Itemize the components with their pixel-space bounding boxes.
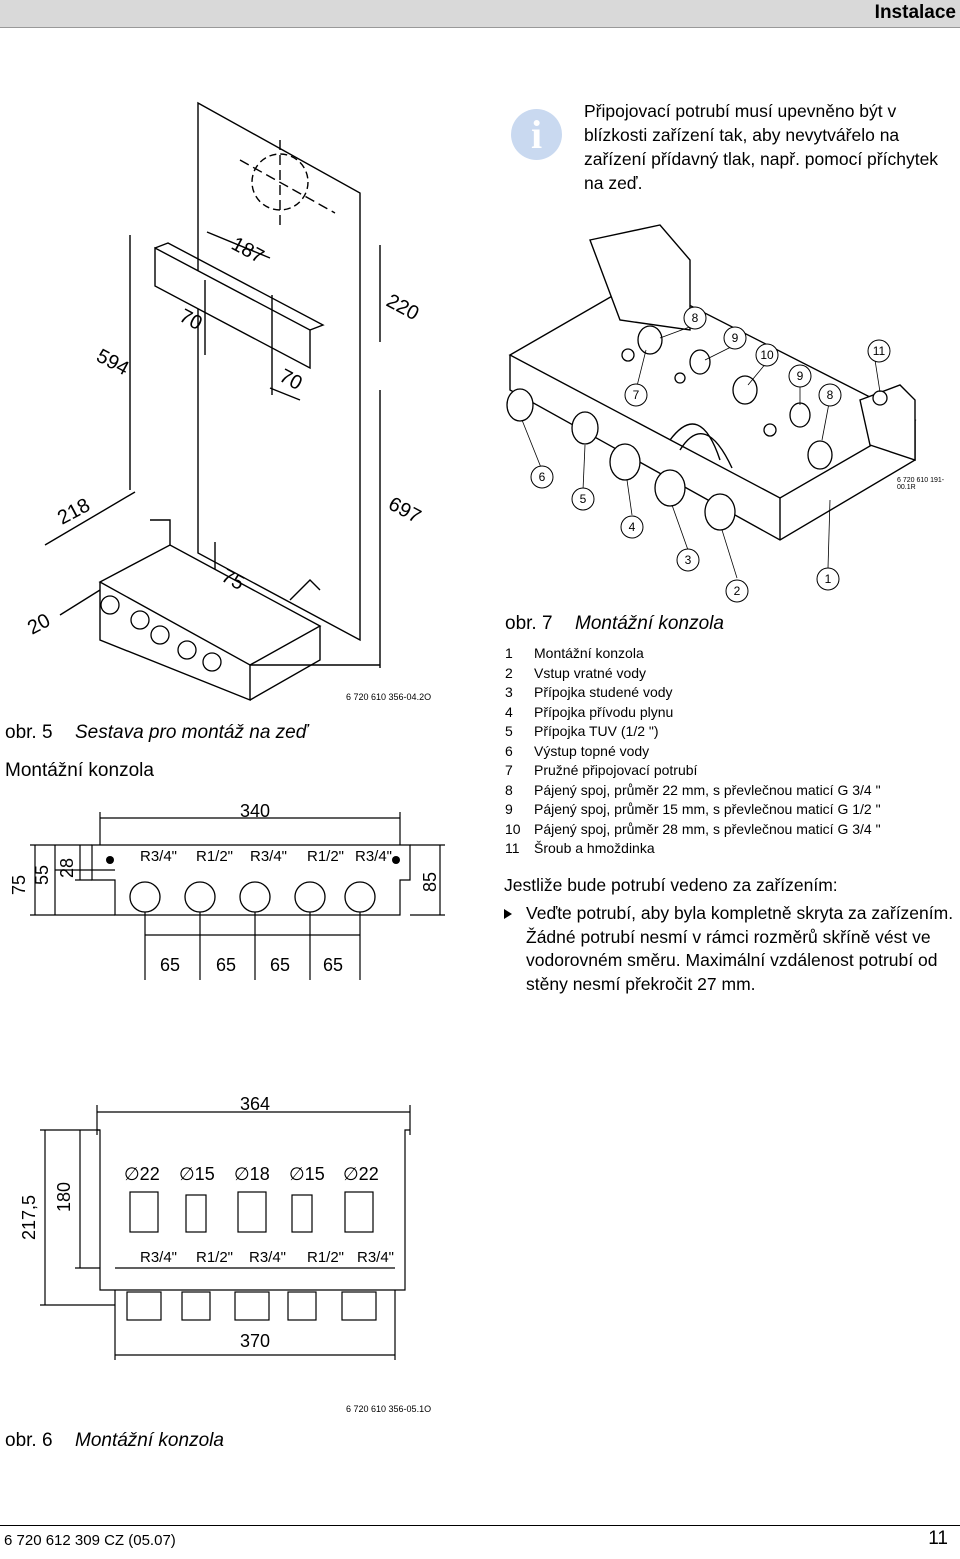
- bracket-height-55: 55: [32, 865, 52, 885]
- callout-4: 4: [629, 520, 636, 534]
- fig6-caption: obr. 6 Montážní konzola: [5, 1430, 224, 1452]
- fig6-thread-1: R3/4": [140, 1249, 177, 1266]
- thread-2: R1/2": [196, 848, 233, 865]
- fig5-code: 6 720 610 356-04.2O: [346, 692, 432, 702]
- fig5-number: obr. 5: [5, 722, 53, 743]
- callout-11: 11: [873, 344, 886, 358]
- callout-8a: 8: [692, 311, 699, 325]
- fig6-title: Montážní konzola: [75, 1430, 224, 1451]
- footer-doc-number: 6 720 612 309 CZ (05.07): [4, 1532, 176, 1549]
- instruction-text: Veďte potrubí, aby byla kompletně skryta…: [526, 903, 954, 994]
- dim-20: 20: [24, 610, 54, 640]
- fig6-bottom-width: 370: [240, 1331, 270, 1351]
- diameter-1: ∅22: [124, 1164, 160, 1184]
- callout-9b: 9: [797, 369, 804, 383]
- dim-218: 218: [54, 494, 94, 529]
- bracket-height-75: 75: [9, 875, 29, 895]
- dim-697: 697: [385, 493, 425, 528]
- callout-5: 5: [580, 492, 587, 506]
- spacing-2: 65: [216, 955, 236, 975]
- fig6-top-width: 364: [240, 1094, 270, 1114]
- thread-1: R3/4": [140, 848, 177, 865]
- callout-8b: 8: [827, 388, 834, 402]
- fig7-caption: obr. 7 Montážní konzola: [505, 613, 724, 635]
- info-note: Připojovací potrubí musí upevněno být v …: [584, 101, 939, 193]
- callout-1: 1: [825, 572, 832, 586]
- diameter-5: ∅22: [343, 1164, 379, 1184]
- header-bar: [0, 0, 960, 28]
- thread-4: R1/2": [307, 848, 344, 865]
- bullet-arrow-icon: [504, 909, 512, 919]
- fig5-drawing: 187 70 220 594 70 697 218 75 20: [24, 101, 425, 702]
- subheading: Montážní konzola: [5, 760, 154, 781]
- fig7-code: 6 720 610 191-00.1R: [897, 477, 945, 491]
- bracket-front-drawing: 340 75 55 28 85 R3/4" R1/2" R3/4" R1/2" …: [9, 801, 445, 980]
- fig7-drawing: 8 9 10 11 9 8 7 6 5 4 3 2 1: [506, 224, 917, 603]
- fig6-thread-2: R1/2": [196, 1249, 233, 1266]
- fig6-thread-5: R3/4": [357, 1249, 394, 1266]
- diameter-3: ∅18: [234, 1164, 270, 1184]
- dim-220: 220: [383, 290, 423, 325]
- fig5-title: Sestava pro montáž na zeď: [75, 722, 308, 743]
- footer-divider: [0, 1525, 960, 1526]
- fig6-height-180: 180: [54, 1182, 74, 1212]
- dim-594: 594: [93, 345, 133, 380]
- callout-6: 6: [539, 470, 546, 484]
- bracket-right-85: 85: [420, 872, 440, 892]
- fig6-drawing: 364 370 217,5 180 ∅22 ∅15 ∅18 ∅15 ∅22 R3…: [19, 1094, 411, 1360]
- thread-3: R3/4": [250, 848, 287, 865]
- instruction-bullet: Veďte potrubí, aby byla kompletně skryta…: [504, 902, 954, 996]
- diameter-4: ∅15: [289, 1164, 325, 1184]
- fig6-thread-3: R3/4": [249, 1249, 286, 1266]
- callout-10: 10: [760, 348, 774, 362]
- bracket-height-28: 28: [57, 858, 77, 878]
- thread-5: R3/4": [355, 848, 392, 865]
- callout-2: 2: [734, 584, 741, 598]
- section-title: Instalace: [874, 2, 956, 23]
- fig6-height-217: 217,5: [19, 1195, 39, 1240]
- spacing-4: 65: [323, 955, 343, 975]
- instruction-intro: Jestliže bude potrubí vedeno za zařízení…: [504, 875, 838, 895]
- fig6-number: obr. 6: [5, 1430, 53, 1451]
- spacing-1: 65: [160, 955, 180, 975]
- fig5-caption: obr. 5 Sestava pro montáž na zeď: [5, 722, 308, 744]
- page-number: 11: [928, 1528, 948, 1549]
- fig7-title: Montážní konzola: [575, 613, 724, 634]
- bracket-width: 340: [240, 801, 270, 821]
- callout-3: 3: [685, 553, 692, 567]
- fig7-number: obr. 7: [505, 613, 553, 634]
- spacing-3: 65: [270, 955, 290, 975]
- callout-9a: 9: [732, 331, 739, 345]
- diameter-2: ∅15: [179, 1164, 215, 1184]
- callout-7: 7: [633, 388, 640, 402]
- fig6-thread-4: R1/2": [307, 1249, 344, 1266]
- fig6-code: 6 720 610 356-05.1O: [346, 1404, 432, 1414]
- info-icon: i: [511, 109, 562, 160]
